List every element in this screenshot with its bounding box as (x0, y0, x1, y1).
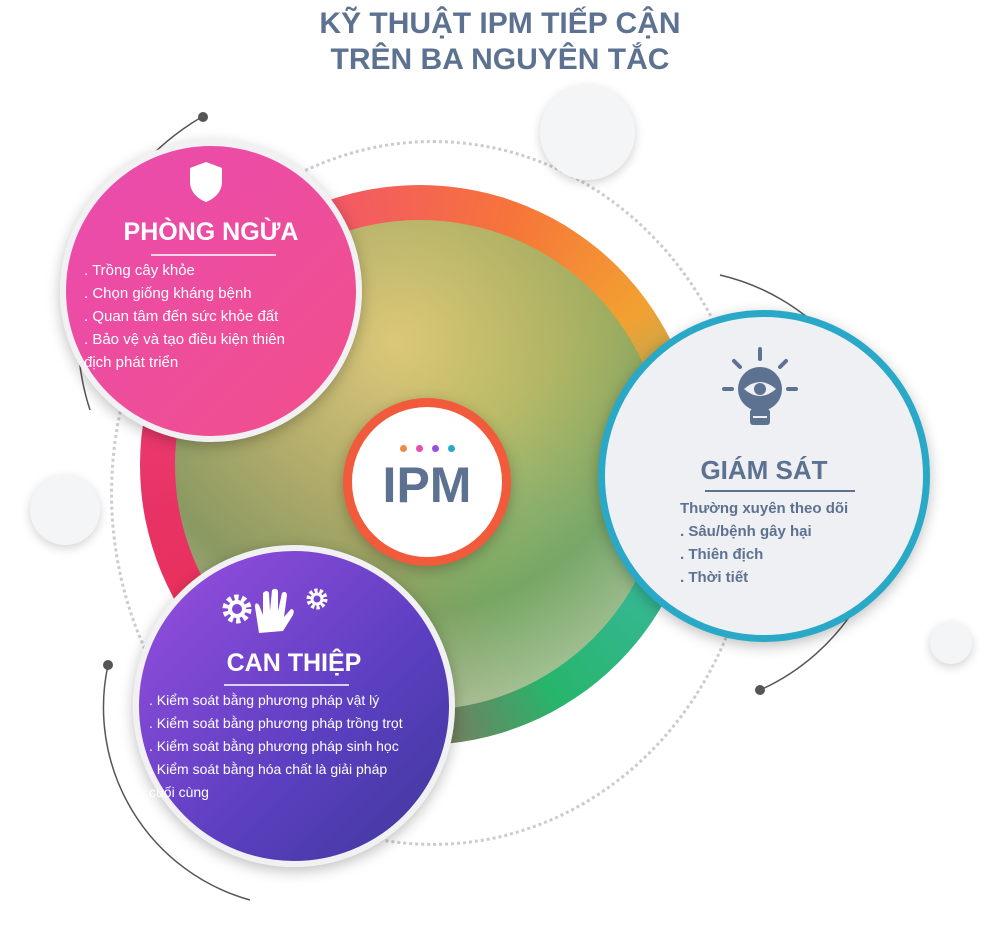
list-item: . Trồng cây khỏe (84, 262, 195, 279)
title-line-1: KỸ THUẬT IPM TIẾP CẬN (319, 7, 681, 40)
list-item: . Kiểm soát bằng phương pháp sinh học (149, 738, 399, 754)
monitoring-circle: GIÁM SÁT Thường xuyên theo dõi . Sâu/bện… (598, 310, 930, 642)
list-item: . Thời tiết (680, 569, 749, 586)
lightbulb-eye-icon (722, 347, 798, 425)
hand-gears-icon (222, 588, 328, 633)
divider (224, 684, 349, 686)
monitoring-heading: GIÁM SÁT (700, 455, 828, 485)
list-item: . Kiểm soát bằng hóa chất là giải pháp (149, 761, 388, 777)
list-item: . Thiên địch (680, 546, 764, 563)
title-line-2: TRÊN BA NGUYÊN TẮC (330, 43, 670, 76)
dot (415, 445, 423, 452)
list-item: . Bảo vệ và tạo điều kiện thiên (84, 331, 285, 348)
ipm-label: IPM (382, 457, 472, 513)
dot (399, 445, 407, 452)
list-item: địch phát triển (84, 354, 179, 371)
intervention-heading: CAN THIỆP (226, 649, 362, 677)
divider (151, 254, 276, 256)
list-item: . Chọn giống kháng bệnh (84, 285, 252, 302)
dot (431, 445, 439, 452)
shield-icon (190, 162, 222, 202)
prevention-circle: PHÒNG NGỪA . Trồng cây khỏe . Chọn giống… (60, 140, 362, 442)
decor-circle (930, 622, 972, 664)
decor-circle (540, 85, 635, 180)
color-dots (352, 445, 502, 452)
intervention-circle: CAN THIỆP . Kiểm soát bằng phương pháp v… (133, 545, 455, 867)
divider (705, 490, 855, 492)
monitoring-intro: Thường xuyên theo dõi (680, 500, 849, 517)
ipm-center-circle: IPM (343, 398, 511, 566)
list-item: . Kiểm soát bằng phương pháp trồng trọt (149, 715, 403, 731)
list-item: cuối cùng (149, 784, 209, 800)
page-title: KỸ THUẬT IPM TIẾP CẬN TRÊN BA NGUYÊN TẮC (0, 6, 1000, 78)
dot (447, 445, 455, 452)
decor-circle (30, 475, 100, 545)
list-item: . Quan tâm đến sức khỏe đất (84, 308, 279, 325)
prevention-heading: PHÒNG NGỪA (123, 218, 299, 246)
list-item: . Kiểm soát bằng phương pháp vật lý (149, 692, 380, 708)
list-item: . Sâu/bệnh gây hại (680, 523, 812, 540)
